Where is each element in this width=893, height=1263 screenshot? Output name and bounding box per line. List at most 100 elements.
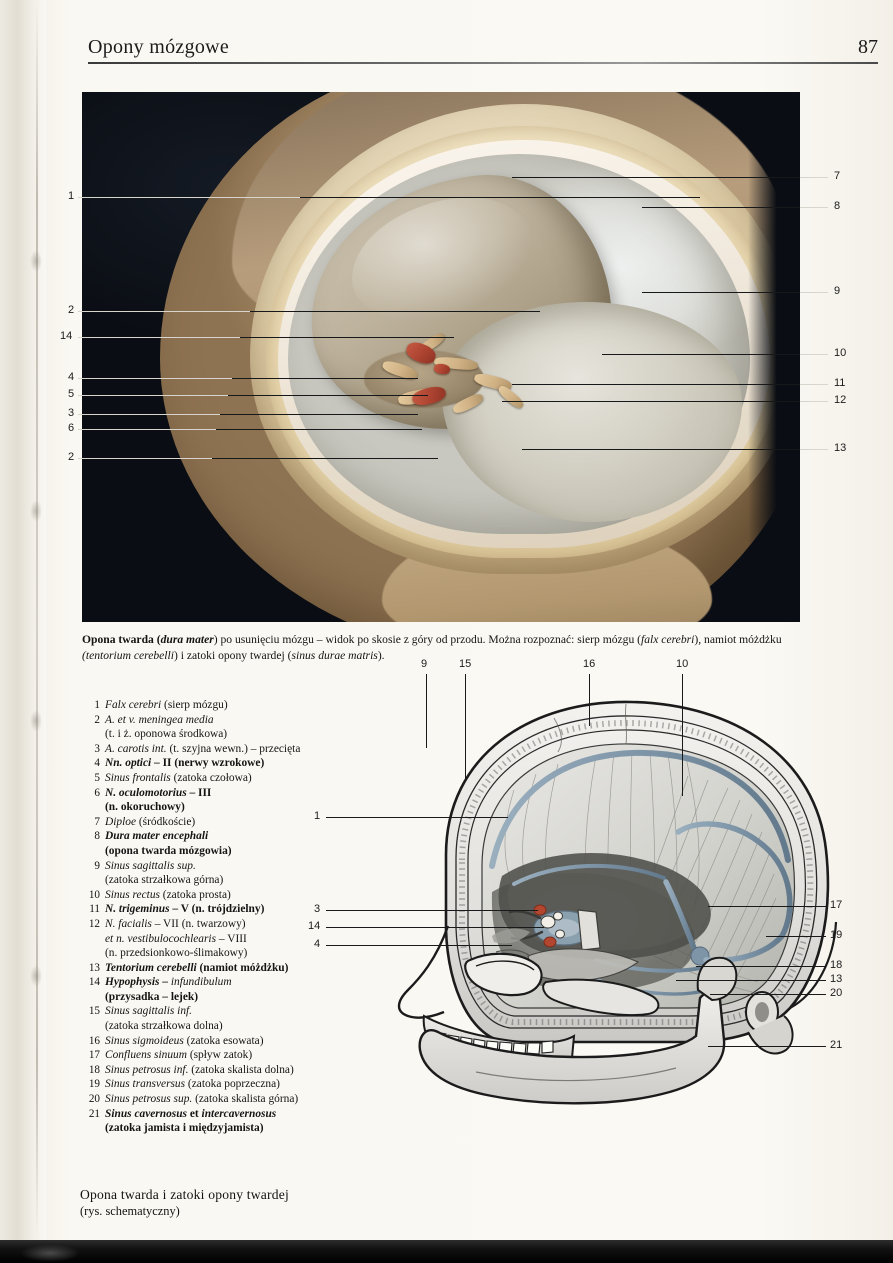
legend-number: 12 <box>88 917 100 930</box>
leader-line <box>502 401 800 402</box>
cadaver-photograph: 1 2 14 4 5 3 6 2 7 8 9 10 11 12 13 <box>60 92 846 622</box>
legend-text: Sinus frontalis (zatoka czołowa) <box>105 771 310 786</box>
leader-tick <box>78 378 100 379</box>
photo-label-4: 4 <box>68 371 75 383</box>
page-title: Opony mózgowe <box>88 36 230 58</box>
leader-line <box>642 292 800 293</box>
legend-text-part: Sinus petrosus inf. <box>105 1063 189 1076</box>
legend-text-part: (t. szyjna wewn.) – przecięta <box>166 742 301 755</box>
caption-latin-tentorium: (tentorium cerebelli <box>82 648 174 662</box>
leader-line <box>465 674 466 780</box>
schematic-label-21: 21 <box>830 1039 843 1051</box>
leader-line <box>250 311 540 312</box>
caption-text-c: ) i zatoki opony twardej ( <box>173 648 292 662</box>
nerve-cross-section <box>553 911 563 921</box>
legend-text-part: (t. i ż. oponowa środkowa) <box>105 728 228 741</box>
leader-line <box>300 197 700 198</box>
carotid-artery-cut-2 <box>543 936 557 948</box>
orbital-roof <box>492 928 530 944</box>
leader-line <box>220 414 418 415</box>
photograph-caption: Opona twarda (dura mater) po usunięciu m… <box>82 632 882 663</box>
legend-text: (zatoka strzałkowa górna) <box>105 873 310 888</box>
legend-text: (zatoka strzałkowa dolna) <box>105 1019 310 1034</box>
scan-bottom-edge <box>0 1240 893 1263</box>
leader-line <box>426 674 427 748</box>
schematic-label-19: 19 <box>830 929 843 941</box>
photo-label-3: 3 <box>68 407 75 419</box>
legend-text-part: (zatoka czołowa) <box>170 771 252 784</box>
legend-number: 17 <box>88 1049 100 1062</box>
facial-skeleton <box>397 921 838 1105</box>
legend-text-part: (opona twarda mózgowia) <box>105 844 232 857</box>
sinus-sigmoideus <box>675 821 793 939</box>
photo-label-2: 2 <box>68 304 75 316</box>
cranial-sutures <box>553 703 628 753</box>
meatus-opening <box>755 1002 769 1022</box>
schematic-label-16: 16 <box>583 658 596 670</box>
legend-text: A. carotis int. (t. szyjna wewn.) – prze… <box>105 742 310 757</box>
hypophysis <box>540 915 556 929</box>
legend-number: 14 <box>88 976 100 989</box>
legend-number: 8 <box>94 830 100 843</box>
leader-line <box>512 177 800 178</box>
legend-text-part: (nerwy wzrokowe) <box>174 757 265 770</box>
photo-label-10: 10 <box>834 347 847 359</box>
leader-line <box>100 311 250 312</box>
legend-text-part: – V (n. trójdzielny) <box>169 903 265 916</box>
leader-line <box>100 429 216 430</box>
legend-entry-continuation: et n. vestibulocochlearis – VIII <box>80 932 310 947</box>
legend-number: 3 <box>94 742 100 755</box>
leader-line <box>240 337 454 338</box>
legend-text-part: Confluens sinuum <box>105 1049 187 1062</box>
legend-text: Tentorium cerebelli (namiot móżdżku) <box>105 961 310 976</box>
leader-line <box>216 429 422 430</box>
leader-line <box>100 337 240 338</box>
legend-text: Sinus petrosus inf. (zatoka skalista dol… <box>105 1063 310 1078</box>
diploe-stipple <box>459 719 814 1025</box>
legend-entry-continuation: (opona twarda mózgowia) <box>80 844 310 859</box>
legend-text-part: (spływ zatok) <box>186 1049 253 1062</box>
leader-line <box>766 936 826 937</box>
page-number: 87 <box>858 36 878 58</box>
schematic-label-13: 13 <box>830 973 843 985</box>
leader-line <box>682 674 683 796</box>
legend-text-part: (zatoka esowata) <box>183 1034 264 1047</box>
leader-line <box>710 994 826 995</box>
legend-text-part: Tentorium cerebelli <box>105 961 197 974</box>
legend-text-part: Sinus transversus <box>105 1078 186 1091</box>
schematic-label-14: 14 <box>308 920 321 932</box>
legend-text: (przysadka – lejek) <box>105 990 310 1005</box>
book-gutter <box>0 0 46 1240</box>
legend-number: 13 <box>88 961 100 974</box>
leader-line <box>522 449 800 450</box>
legend-entry-continuation: (t. i ż. oponowa środkowa) <box>80 727 310 742</box>
schematic-caption-line1: Opona twarda i zatoki opony twardej <box>80 1187 289 1202</box>
legend-text-part: Sinus sagittalis inf. <box>105 1005 193 1018</box>
caption-text-d: ). <box>377 648 385 662</box>
legend-number: 4 <box>94 757 100 770</box>
legend-text: Sinus sagittalis inf. <box>105 1004 310 1019</box>
legend-text-part: (śródkoście) <box>136 815 196 828</box>
orbit-rim <box>475 960 535 971</box>
caption-text-b: ), namiot móżdżku <box>694 633 782 646</box>
legend-text-part: (zatoka jamista i międzyjamista) <box>105 1122 264 1135</box>
legend-text: N. facialis – VII (n. twarzowy) <box>105 917 310 932</box>
leader-tick <box>78 429 100 430</box>
legend-text: A. et v. meningea media <box>105 713 310 728</box>
photo-label-7: 7 <box>834 170 841 182</box>
legend-entry-continuation: (n. przedsionkowo-ślimakowy) <box>80 946 310 961</box>
legend-text: N. trigeminus – V (n. trójdzielny) <box>105 902 310 917</box>
legend-entry: 12 N. facialis – VII (n. twarzowy) <box>80 917 310 932</box>
photo-label-5: 5 <box>68 388 75 400</box>
legend-text: (opona twarda mózgowia) <box>105 844 310 859</box>
legend-text-part: (zatoka poprzeczna) <box>185 1078 280 1091</box>
leader-line <box>708 906 826 907</box>
legend-text-part: (n. okoruchowy) <box>105 801 185 814</box>
legend-text-part: (zatoka strzałkowa górna) <box>105 874 224 887</box>
legend-number: 6 <box>94 786 100 799</box>
